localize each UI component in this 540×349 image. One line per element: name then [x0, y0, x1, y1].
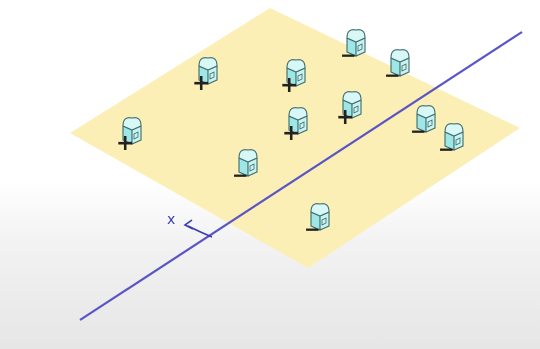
sample-point: + [282, 107, 308, 146]
positive-sample-cube-icon [198, 57, 218, 85]
sample-point: + [192, 57, 218, 96]
sample-point: − [232, 149, 258, 187]
sample-label: + [116, 131, 134, 156]
sample-label: + [282, 121, 300, 146]
sample-point: − [438, 123, 464, 161]
normal-vector-label: x [167, 212, 175, 228]
sample-label: − [340, 43, 357, 67]
negative-sample-cube-icon [310, 203, 330, 231]
sample-label: + [280, 73, 298, 98]
normal-vector-marker: x [167, 212, 213, 238]
sample-point: + [280, 59, 306, 98]
sample-point: − [410, 105, 436, 143]
sample-label: − [232, 163, 249, 187]
negative-sample-cube-icon [390, 49, 410, 77]
sample-point: − [304, 203, 330, 241]
positive-sample-cube-icon [288, 107, 308, 135]
separating-hyperplane-line [79, 31, 523, 321]
sample-points: +++++−−−−−− [116, 29, 464, 241]
positive-sample-cube-icon [286, 59, 306, 87]
sample-label: + [192, 71, 210, 96]
negative-sample-cube-icon [444, 123, 464, 151]
positive-sample-cube-icon [122, 117, 142, 145]
feature-plane [70, 8, 520, 268]
sample-label: − [410, 119, 427, 143]
sample-label: − [384, 63, 401, 87]
sample-point: + [116, 117, 142, 156]
sample-point: + [336, 91, 362, 130]
sample-label: − [438, 137, 455, 161]
negative-sample-cube-icon [416, 105, 436, 133]
sample-point: − [340, 29, 366, 67]
sample-point: − [384, 49, 410, 87]
negative-sample-cube-icon [346, 29, 366, 57]
sample-label: + [336, 105, 354, 130]
normal-arrowhead-icon [183, 219, 194, 230]
negative-sample-cube-icon [238, 149, 258, 177]
positive-sample-cube-icon [342, 91, 362, 119]
sample-label: − [304, 217, 321, 241]
